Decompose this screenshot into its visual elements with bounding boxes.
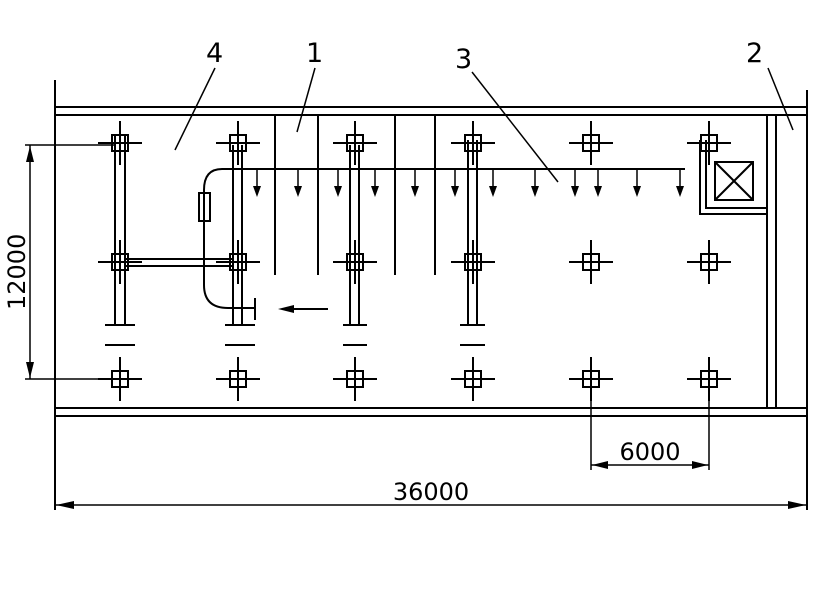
column-marker (98, 121, 142, 165)
callout-label-3: 3 (455, 44, 472, 75)
drop-arrow (451, 169, 459, 197)
dimension-height-lines (25, 144, 115, 380)
dimension-span-label: 6000 (619, 438, 680, 466)
drop-arrow (411, 169, 419, 197)
drop-arrow (594, 169, 602, 197)
drop-arrow (294, 169, 302, 197)
drop-arrow (489, 169, 497, 197)
building-outline (54, 80, 808, 510)
column-marker (333, 240, 377, 284)
column-marker (451, 357, 495, 401)
column-marker (216, 240, 260, 284)
drop-arrow (371, 169, 379, 197)
dimension-total-label: 36000 (393, 478, 469, 506)
overhead-line (198, 168, 685, 320)
partitions (274, 115, 436, 275)
equipment-box (699, 140, 767, 215)
callout-label-2: 2 (746, 38, 763, 69)
drop-arrow (253, 169, 261, 197)
drop-arrows (253, 169, 684, 197)
column-marker (333, 357, 377, 401)
dimension-height-label: 12000 (3, 234, 31, 310)
callout-leaders (174, 67, 794, 183)
drop-arrow (633, 169, 641, 197)
column-marker (98, 240, 142, 284)
callout-label-1: 1 (306, 38, 323, 69)
column-marker (333, 121, 377, 165)
drop-arrow (571, 169, 579, 197)
column-marker (451, 121, 495, 165)
column-marker (216, 121, 260, 165)
column-grid (98, 121, 731, 401)
dimension-span-lines (590, 379, 710, 470)
column-marker (451, 240, 495, 284)
column-marker (569, 240, 613, 284)
column-marker (569, 121, 613, 165)
column-marker (687, 121, 731, 165)
column-marker (216, 357, 260, 401)
dimension-total-lines (55, 501, 807, 509)
callout-label-4: 4 (206, 38, 223, 69)
direction-arrow (278, 305, 328, 313)
frame-structures (105, 135, 485, 346)
drop-arrow (334, 169, 342, 197)
drop-arrow (531, 169, 539, 197)
drop-arrow (676, 169, 684, 197)
column-marker (687, 240, 731, 284)
